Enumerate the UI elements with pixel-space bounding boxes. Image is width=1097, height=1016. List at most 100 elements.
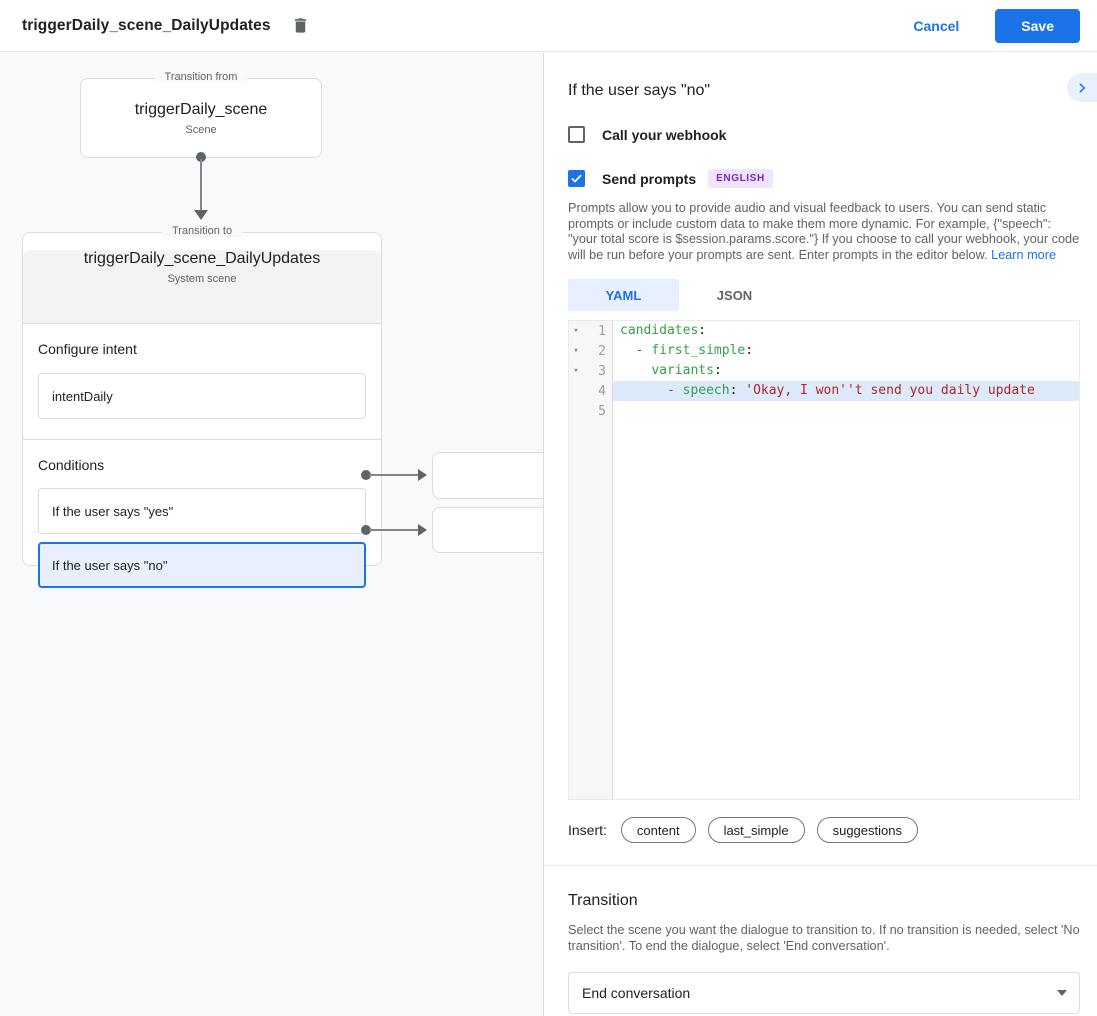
save-button[interactable]: Save (995, 8, 1080, 43)
node-legend: Transition from (81, 71, 321, 83)
webhook-label: Call your webhook (602, 126, 727, 143)
editor-filler (569, 421, 1079, 800)
insert-chip-content[interactable]: content (620, 817, 696, 844)
section-divider (544, 865, 1097, 867)
intent-item[interactable]: intentDaily (38, 373, 366, 419)
transition-from-node[interactable]: Transition from triggerDaily_scene Scene (80, 71, 322, 158)
gutter-cell (569, 421, 613, 800)
code-line[interactable]: variants: (613, 361, 1079, 381)
dropdown-caret-icon (1057, 989, 1067, 996)
chevron-right-icon (1079, 82, 1086, 93)
insert-row: Insert: content last_simple suggestions (568, 817, 1080, 844)
code-token: : (713, 363, 722, 379)
code-line[interactable]: - first_simple: (613, 341, 1079, 361)
scene-flow-canvas: Transition from triggerDaily_scene Scene… (0, 53, 543, 1016)
line-number: 2 (598, 343, 606, 359)
transition-section: Transition Select the scene you want the… (568, 866, 1080, 1014)
send-prompts-checkbox-row[interactable]: Send prompts ENGLISH (568, 169, 1080, 188)
connector-dot (196, 152, 206, 162)
transition-select[interactable]: End conversation (568, 971, 1080, 1014)
line-number: 3 (598, 363, 606, 379)
fold-arrow-icon[interactable]: ▾ (573, 326, 579, 337)
gutter-cell: ▾3 (569, 361, 613, 382)
connector-dot (361, 470, 371, 480)
insert-chip-suggestions[interactable]: suggestions (816, 817, 918, 844)
from-node-title: triggerDaily_scene (134, 101, 268, 118)
editor-line: ▾3 variants: (569, 361, 1079, 382)
from-node-subtitle: Scene (185, 124, 217, 136)
transition-target-node[interactable] (432, 452, 543, 499)
condition-item[interactable]: If the user says "no" (38, 542, 366, 588)
configure-intent-section: Configure intent intentDaily (23, 324, 381, 439)
to-node-header[interactable]: triggerDaily_scene_DailyUpdates System s… (23, 250, 381, 324)
transition-target-node[interactable] (432, 507, 543, 553)
arrow-down-icon (194, 210, 208, 220)
arrow-right-icon (418, 524, 427, 536)
tab-yaml[interactable]: YAML (568, 279, 679, 312)
gutter-cell: 5 (569, 401, 613, 422)
conditions-list: If the user says "yes" If the user says "… (38, 488, 366, 588)
prompts-description-text: Prompts allow you to provide audio and v… (568, 201, 1080, 262)
editor-line: ▾2 - first_simple: (569, 341, 1079, 362)
line-number: 4 (598, 383, 606, 399)
gutter-cell: ▾2 (569, 341, 613, 362)
code-area[interactable] (613, 421, 1079, 799)
prompts-description: Prompts allow you to provide audio and v… (568, 201, 1080, 263)
code-token: variants (651, 363, 714, 379)
editor-line: 4 - speech: 'Okay, I won''t send you dai… (569, 381, 1079, 402)
connector-line (369, 529, 418, 531)
insert-chip-last_simple[interactable]: last_simple (707, 817, 805, 844)
page-title: triggerDaily_scene_DailyUpdates (22, 16, 271, 34)
fold-arrow-icon[interactable]: ▾ (573, 366, 579, 377)
to-node-subtitle: System scene (167, 273, 237, 285)
send-prompts-checkbox[interactable] (568, 170, 585, 187)
code-line[interactable]: - speech: 'Okay, I won''t send you daily… (613, 381, 1079, 402)
collapse-panel-button[interactable] (1067, 73, 1097, 102)
conditions-section: Conditions If the user says "yes"If the … (23, 439, 381, 608)
arrow-right-icon (418, 469, 427, 481)
code-token: - (620, 383, 683, 399)
code-token: - (620, 343, 652, 359)
insert-chips: content last_simple suggestions (620, 817, 918, 844)
transition-to-node: Transition to triggerDaily_scene_DailyUp… (22, 225, 382, 588)
code-token: candidates (620, 323, 699, 339)
learn-more-link[interactable]: Learn more (991, 247, 1057, 262)
code-line[interactable]: candidates: (613, 321, 1079, 341)
editor-tabs: YAML JSON (568, 279, 1080, 312)
insert-label: Insert: (568, 822, 607, 839)
send-prompts-label: Send prompts (602, 170, 697, 187)
condition-detail-panel: If the user says "no" Call your webhook … (543, 53, 1097, 1016)
editor-line: 5 (569, 401, 1079, 422)
cancel-button[interactable]: Cancel (907, 17, 965, 35)
line-number: 5 (598, 403, 606, 419)
code-token: : (745, 343, 754, 359)
tab-json[interactable]: JSON (716, 287, 753, 303)
transition-title: Transition (568, 892, 638, 910)
code-line[interactable] (613, 401, 1079, 421)
code-token (620, 363, 651, 378)
code-token: speech (682, 383, 730, 399)
condition-item[interactable]: If the user says "yes" (38, 488, 366, 534)
connector-line (369, 474, 418, 476)
connector-line (200, 159, 202, 211)
line-number: 1 (598, 323, 606, 339)
fold-arrow-icon[interactable]: ▾ (573, 346, 579, 357)
transition-select-value: End conversation (582, 984, 691, 1001)
gutter-cell: ▾1 (569, 321, 613, 342)
webhook-checkbox-row[interactable]: Call your webhook (568, 126, 1080, 143)
gutter-cell: 4 (569, 381, 613, 402)
code-token: 'Okay, I won''t send you daily update (745, 383, 1035, 399)
webhook-checkbox[interactable] (568, 126, 585, 143)
panel-title: If the user says "no" (568, 82, 711, 99)
delete-button[interactable] (289, 14, 313, 38)
code-token: : (729, 383, 746, 399)
conditions-label: Conditions (38, 457, 105, 473)
connector-dot (361, 525, 371, 535)
to-node-title: triggerDaily_scene_DailyUpdates (83, 250, 321, 267)
code-token: : (698, 323, 707, 339)
code-token: first_simple (651, 343, 746, 359)
top-bar: triggerDaily_scene_DailyUpdates Cancel S… (0, 0, 1097, 52)
